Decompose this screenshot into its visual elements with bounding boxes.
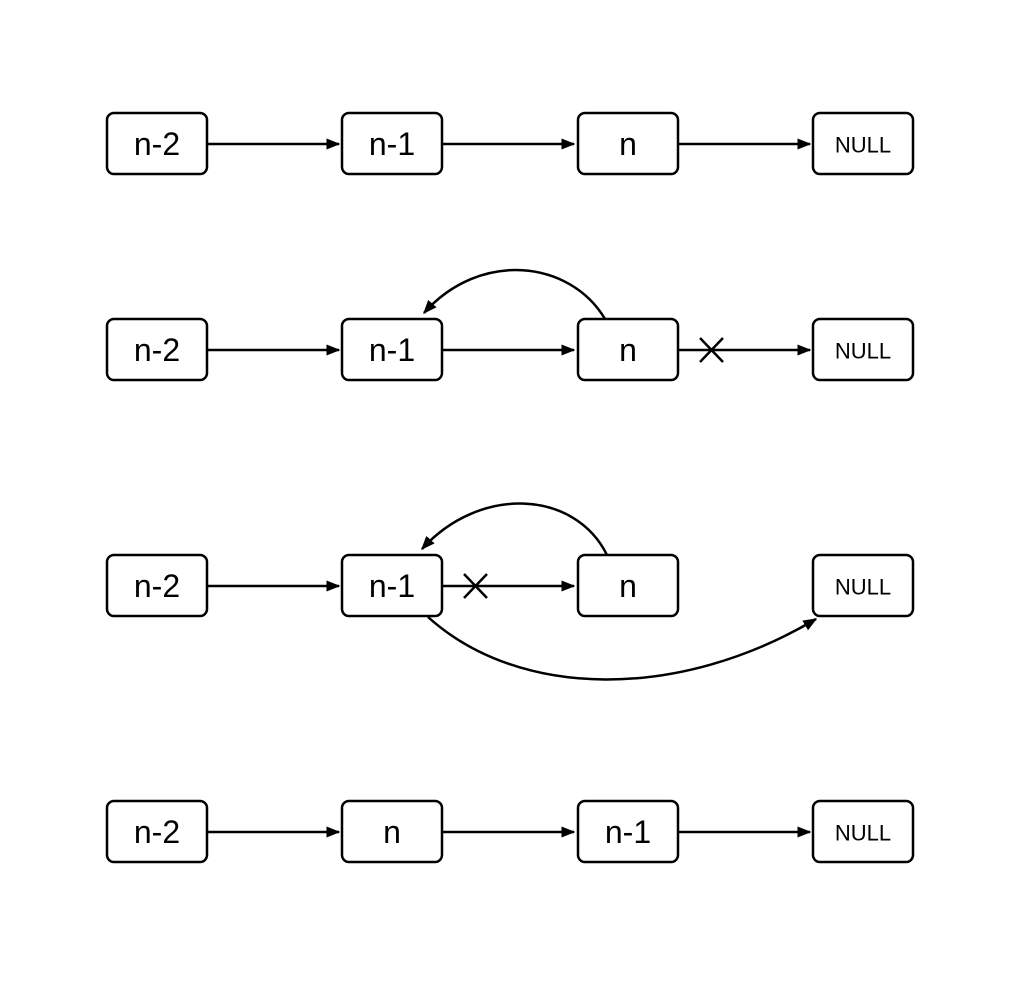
null-node: NULL — [811, 317, 915, 382]
null-node: NULL — [811, 111, 915, 176]
node: n-2 — [105, 111, 209, 176]
cross-mark — [463, 573, 488, 599]
edge-n-back-to-n-1 — [423, 268, 607, 320]
node: n — [340, 799, 444, 864]
null-node: NULL — [811, 553, 915, 618]
row-2: n-2 n-1 n NULL — [105, 268, 915, 382]
edge-n-back-to-n-1 — [421, 502, 609, 556]
node: n-2 — [105, 317, 209, 382]
row-3: n-2 n-1 n NULL — [105, 502, 915, 681]
null-label: NULL — [835, 339, 891, 364]
null-node: NULL — [811, 799, 915, 864]
node-label: n — [383, 814, 401, 850]
node-label: n-2 — [134, 332, 180, 368]
node: n-2 — [105, 553, 209, 618]
node-label: n-1 — [605, 814, 651, 850]
node: n-1 — [340, 553, 444, 618]
node-label: n-2 — [134, 568, 180, 604]
node: n-1 — [340, 111, 444, 176]
node: n-1 — [340, 317, 444, 382]
row-1: n-2 n-1 n NULL — [105, 111, 915, 176]
node-label: n — [619, 332, 637, 368]
cross-mark — [699, 337, 724, 363]
node-label: n-1 — [369, 332, 415, 368]
node-label: n-1 — [369, 568, 415, 604]
node-label: n-2 — [134, 814, 180, 850]
node: n-1 — [576, 799, 680, 864]
node: n-2 — [105, 799, 209, 864]
node-label: n — [619, 568, 637, 604]
node-label: n-1 — [369, 126, 415, 162]
node: n — [576, 553, 680, 618]
node: n — [576, 111, 680, 176]
null-label: NULL — [835, 821, 891, 846]
null-label: NULL — [835, 575, 891, 600]
node: n — [576, 317, 680, 382]
edge-n-1-to-null — [427, 616, 818, 681]
row-4: n-2 n n-1 NULL — [105, 799, 915, 864]
node-label: n — [619, 126, 637, 162]
node-label: n-2 — [134, 126, 180, 162]
null-label: NULL — [835, 133, 891, 158]
